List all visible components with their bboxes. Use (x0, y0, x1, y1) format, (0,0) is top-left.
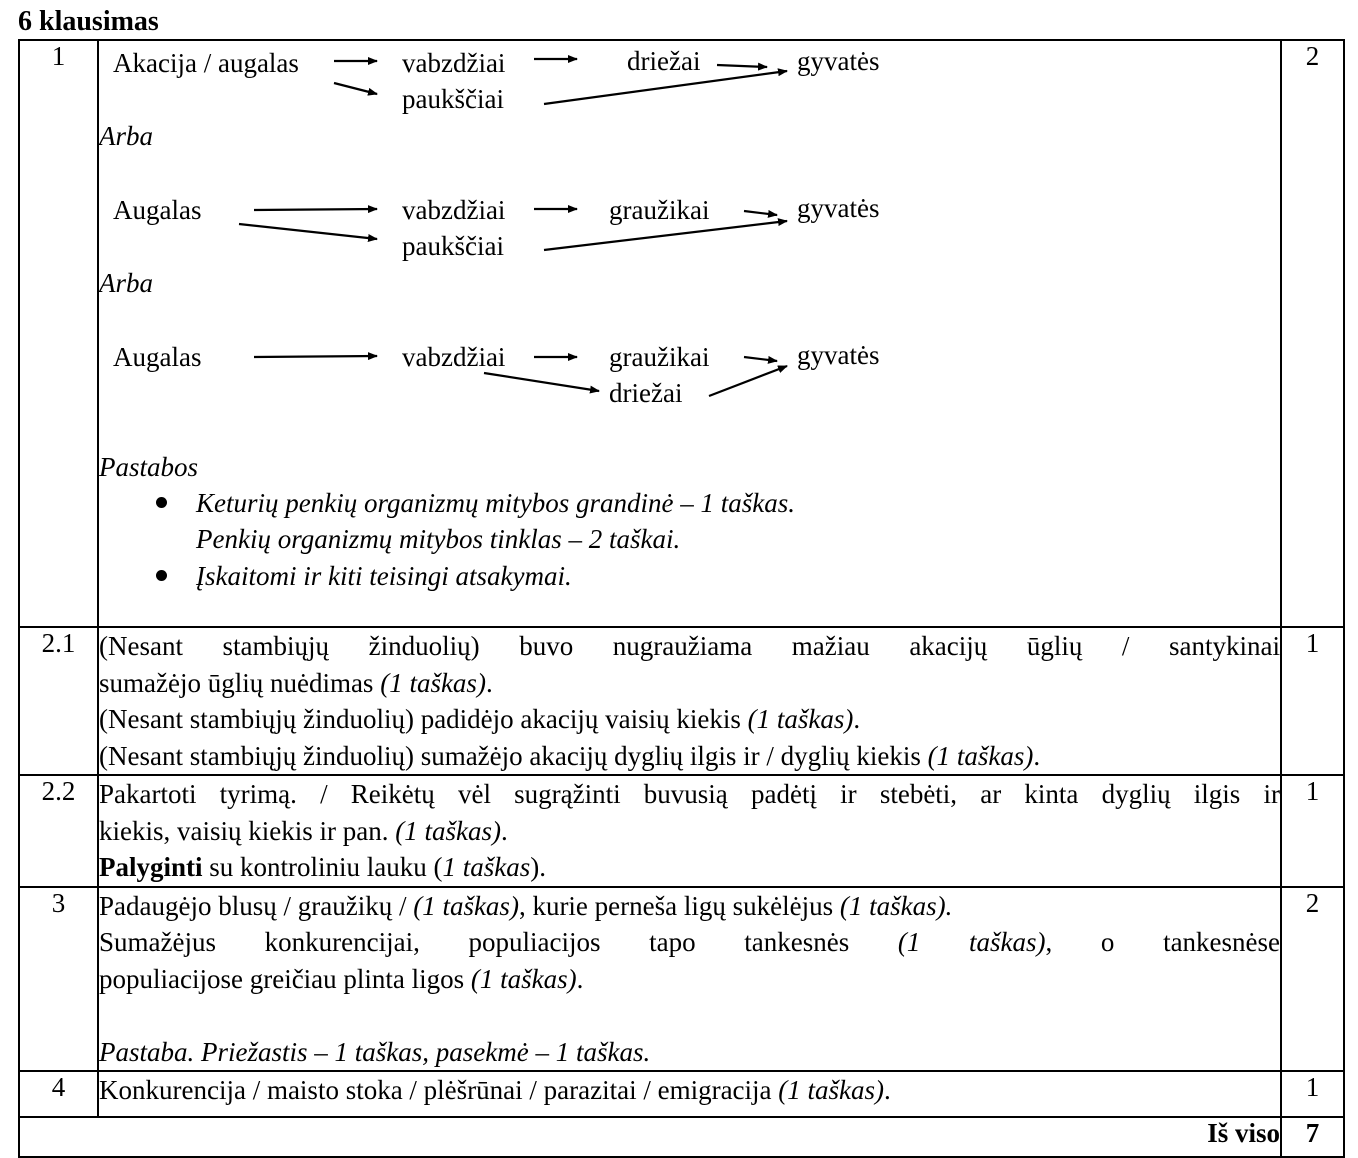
bullet-icon (156, 570, 167, 581)
organism-insects: vabzdžiai (402, 195, 506, 225)
answer-line: sumažėjo ūglių nuėdimas (1 taškas). (99, 667, 493, 698)
row-points: 1 (1280, 1070, 1345, 1118)
organism-birds: paukščiai (402, 84, 504, 114)
organism-snakes: gyvatės (797, 340, 880, 370)
or-label: Arba (99, 268, 153, 298)
row-number: 3 (18, 885, 99, 1072)
answer-cell: Padaugėjo blusų / graužikų / (1 taškas),… (97, 885, 1282, 1072)
question-title: 6 klausimas (18, 6, 159, 37)
answer-cell: Pakartoti tyrimą. / Reikėtų vėl sugrąžin… (97, 774, 1282, 888)
food-web-arrows (238, 55, 788, 398)
total-row: Iš viso 7 (18, 1116, 1345, 1158)
organism-birds: paukščiai (402, 231, 504, 261)
row-number: 4 (18, 1070, 99, 1118)
organism-rodents: graužikai (609, 195, 710, 225)
organism-insects: vabzdžiai (402, 48, 506, 78)
answer-line: (Nesant stambiųjų žinduolių) sumažėjo ak… (99, 740, 1041, 771)
table-row: 1 (18, 39, 1345, 628)
row-points: 2 (1280, 39, 1345, 628)
note-text: Penkių organizmų mitybos tinklas – 2 taš… (196, 524, 681, 554)
table-row: 2.1 (Nesant stambiųjų žinduolių) buvo nu… (18, 626, 1345, 776)
answer-line: Konkurencija / maisto stoka / plėšrūnai … (99, 1075, 891, 1105)
table-row: 2.2 Pakartoti tyrimą. / Reikėtų vėl sugr… (18, 774, 1345, 888)
food-web-diagram: Akacija / augalas vabzdžiai paukščiai dr… (99, 41, 1280, 626)
row-number: 1 (18, 39, 99, 628)
bullet-icon (156, 497, 167, 508)
answer-line: Pakartoti tyrimą. / Reikėtų vėl sugrąžin… (99, 779, 1280, 809)
total-label: Iš viso (18, 1116, 1282, 1158)
organism-plant: Augalas (113, 342, 202, 372)
answer-line: Palyginti su kontroliniu lauku (1 taškas… (99, 852, 546, 882)
answer-table: 1 (18, 39, 1345, 1158)
row-points: 1 (1280, 626, 1345, 776)
row-number: 2.2 (18, 774, 99, 888)
blank-line (99, 997, 1280, 1034)
organism-snakes: gyvatės (797, 46, 880, 76)
answer-line: Sumažėjus konkurencijai, populiacijos ta… (99, 927, 1281, 957)
organism-acacia-plant: Akacija / augalas (113, 48, 299, 78)
table-row: 3 Padaugėjo blusų / graužikų / (1 taškas… (18, 885, 1345, 1072)
table-row: 4 Konkurencija / maisto stoka / plėšrūna… (18, 1070, 1345, 1118)
answer-line: (Nesant stambiųjų žinduolių) buvo nugrau… (99, 631, 1280, 661)
answer-cell: (Nesant stambiųjų žinduolių) buvo nugrau… (97, 626, 1282, 776)
organism-insects: vabzdžiai (402, 342, 506, 372)
note-text: Pastaba. Priežastis – 1 taškas, pasekmė … (99, 1036, 651, 1067)
answer-line: Padaugėjo blusų / graužikų / (1 taškas),… (99, 890, 953, 921)
organism-lizards: driežai (627, 46, 701, 76)
organism-plant: Augalas (113, 195, 202, 225)
organism-rodents: graužikai (609, 342, 710, 372)
organism-snakes: gyvatės (797, 193, 880, 223)
answer-cell: Konkurencija / maisto stoka / plėšrūnai … (97, 1070, 1282, 1118)
or-label: Arba (99, 121, 153, 151)
answer-cell: Akacija / augalas vabzdžiai paukščiai dr… (97, 39, 1282, 628)
answer-line: populiacijose greičiau plinta ligos (1 t… (99, 963, 584, 994)
note-text: Įskaitomi ir kiti teisingi atsakymai. (196, 561, 572, 591)
row-number: 2.1 (18, 626, 99, 776)
total-points: 7 (1280, 1116, 1345, 1158)
organism-lizards: driežai (609, 378, 683, 408)
answer-line: (Nesant stambiųjų žinduolių) padidėjo ak… (99, 704, 861, 734)
note-text: Keturių penkių organizmų mitybos grandin… (196, 488, 795, 518)
notes-title: Pastabos (99, 452, 199, 482)
answer-line: kiekis, vaisių kiekis ir pan. (1 taškas)… (99, 815, 508, 846)
row-points: 1 (1280, 774, 1345, 888)
row-points: 2 (1280, 885, 1345, 1072)
